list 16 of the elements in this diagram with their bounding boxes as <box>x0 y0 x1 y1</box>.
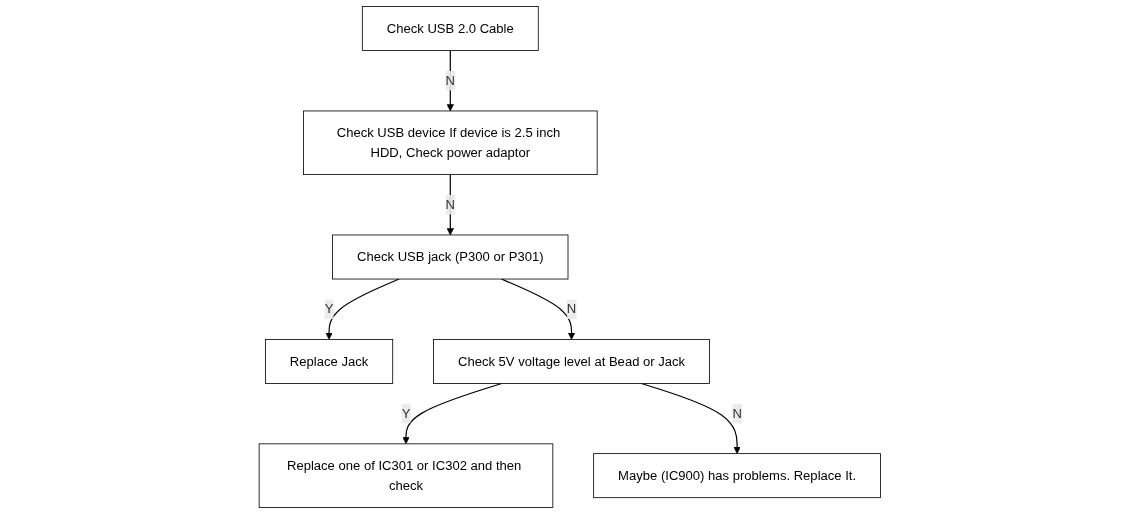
node-box: Check USB 2.0 Cable <box>361 6 539 51</box>
node-box: Replace one of IC301 or IC302 and then check <box>258 443 553 508</box>
arrow <box>446 49 454 112</box>
edge-label: N <box>445 197 455 212</box>
node-box: Replace Jack <box>264 339 393 384</box>
edge-label: Y <box>401 406 410 421</box>
edge-label: N <box>445 73 455 88</box>
edge-label: Y <box>324 301 334 316</box>
node-box: Check USB device If device is 2.5 inch HDD, Check power adaptor <box>302 110 598 175</box>
edge-label: N <box>732 406 742 421</box>
node-box: Maybe (IC900) has problems. Replace It. <box>592 453 881 499</box>
edge-label: N <box>566 301 576 316</box>
node-box: Check 5V voltage level at Bead or Jack <box>432 339 710 384</box>
arrow <box>402 382 502 445</box>
arrow <box>446 174 454 236</box>
node-box: Check USB jack (P300 or P301) <box>331 234 569 280</box>
